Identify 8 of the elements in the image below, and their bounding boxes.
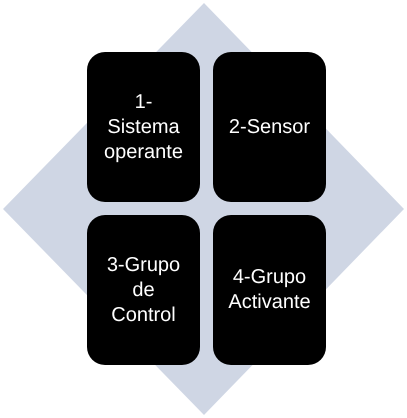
rounded-square bbox=[87, 52, 200, 202]
node-label: 2-Sensor bbox=[228, 114, 312, 140]
rounded-square bbox=[213, 215, 326, 365]
rounded-square bbox=[213, 52, 326, 202]
rounded-square bbox=[87, 215, 200, 365]
node-label: 4-Grupo Activante bbox=[227, 265, 312, 315]
node-label: 3-Grupo de Control bbox=[106, 252, 182, 328]
node-label: 1-Sistema operante bbox=[103, 90, 184, 164]
